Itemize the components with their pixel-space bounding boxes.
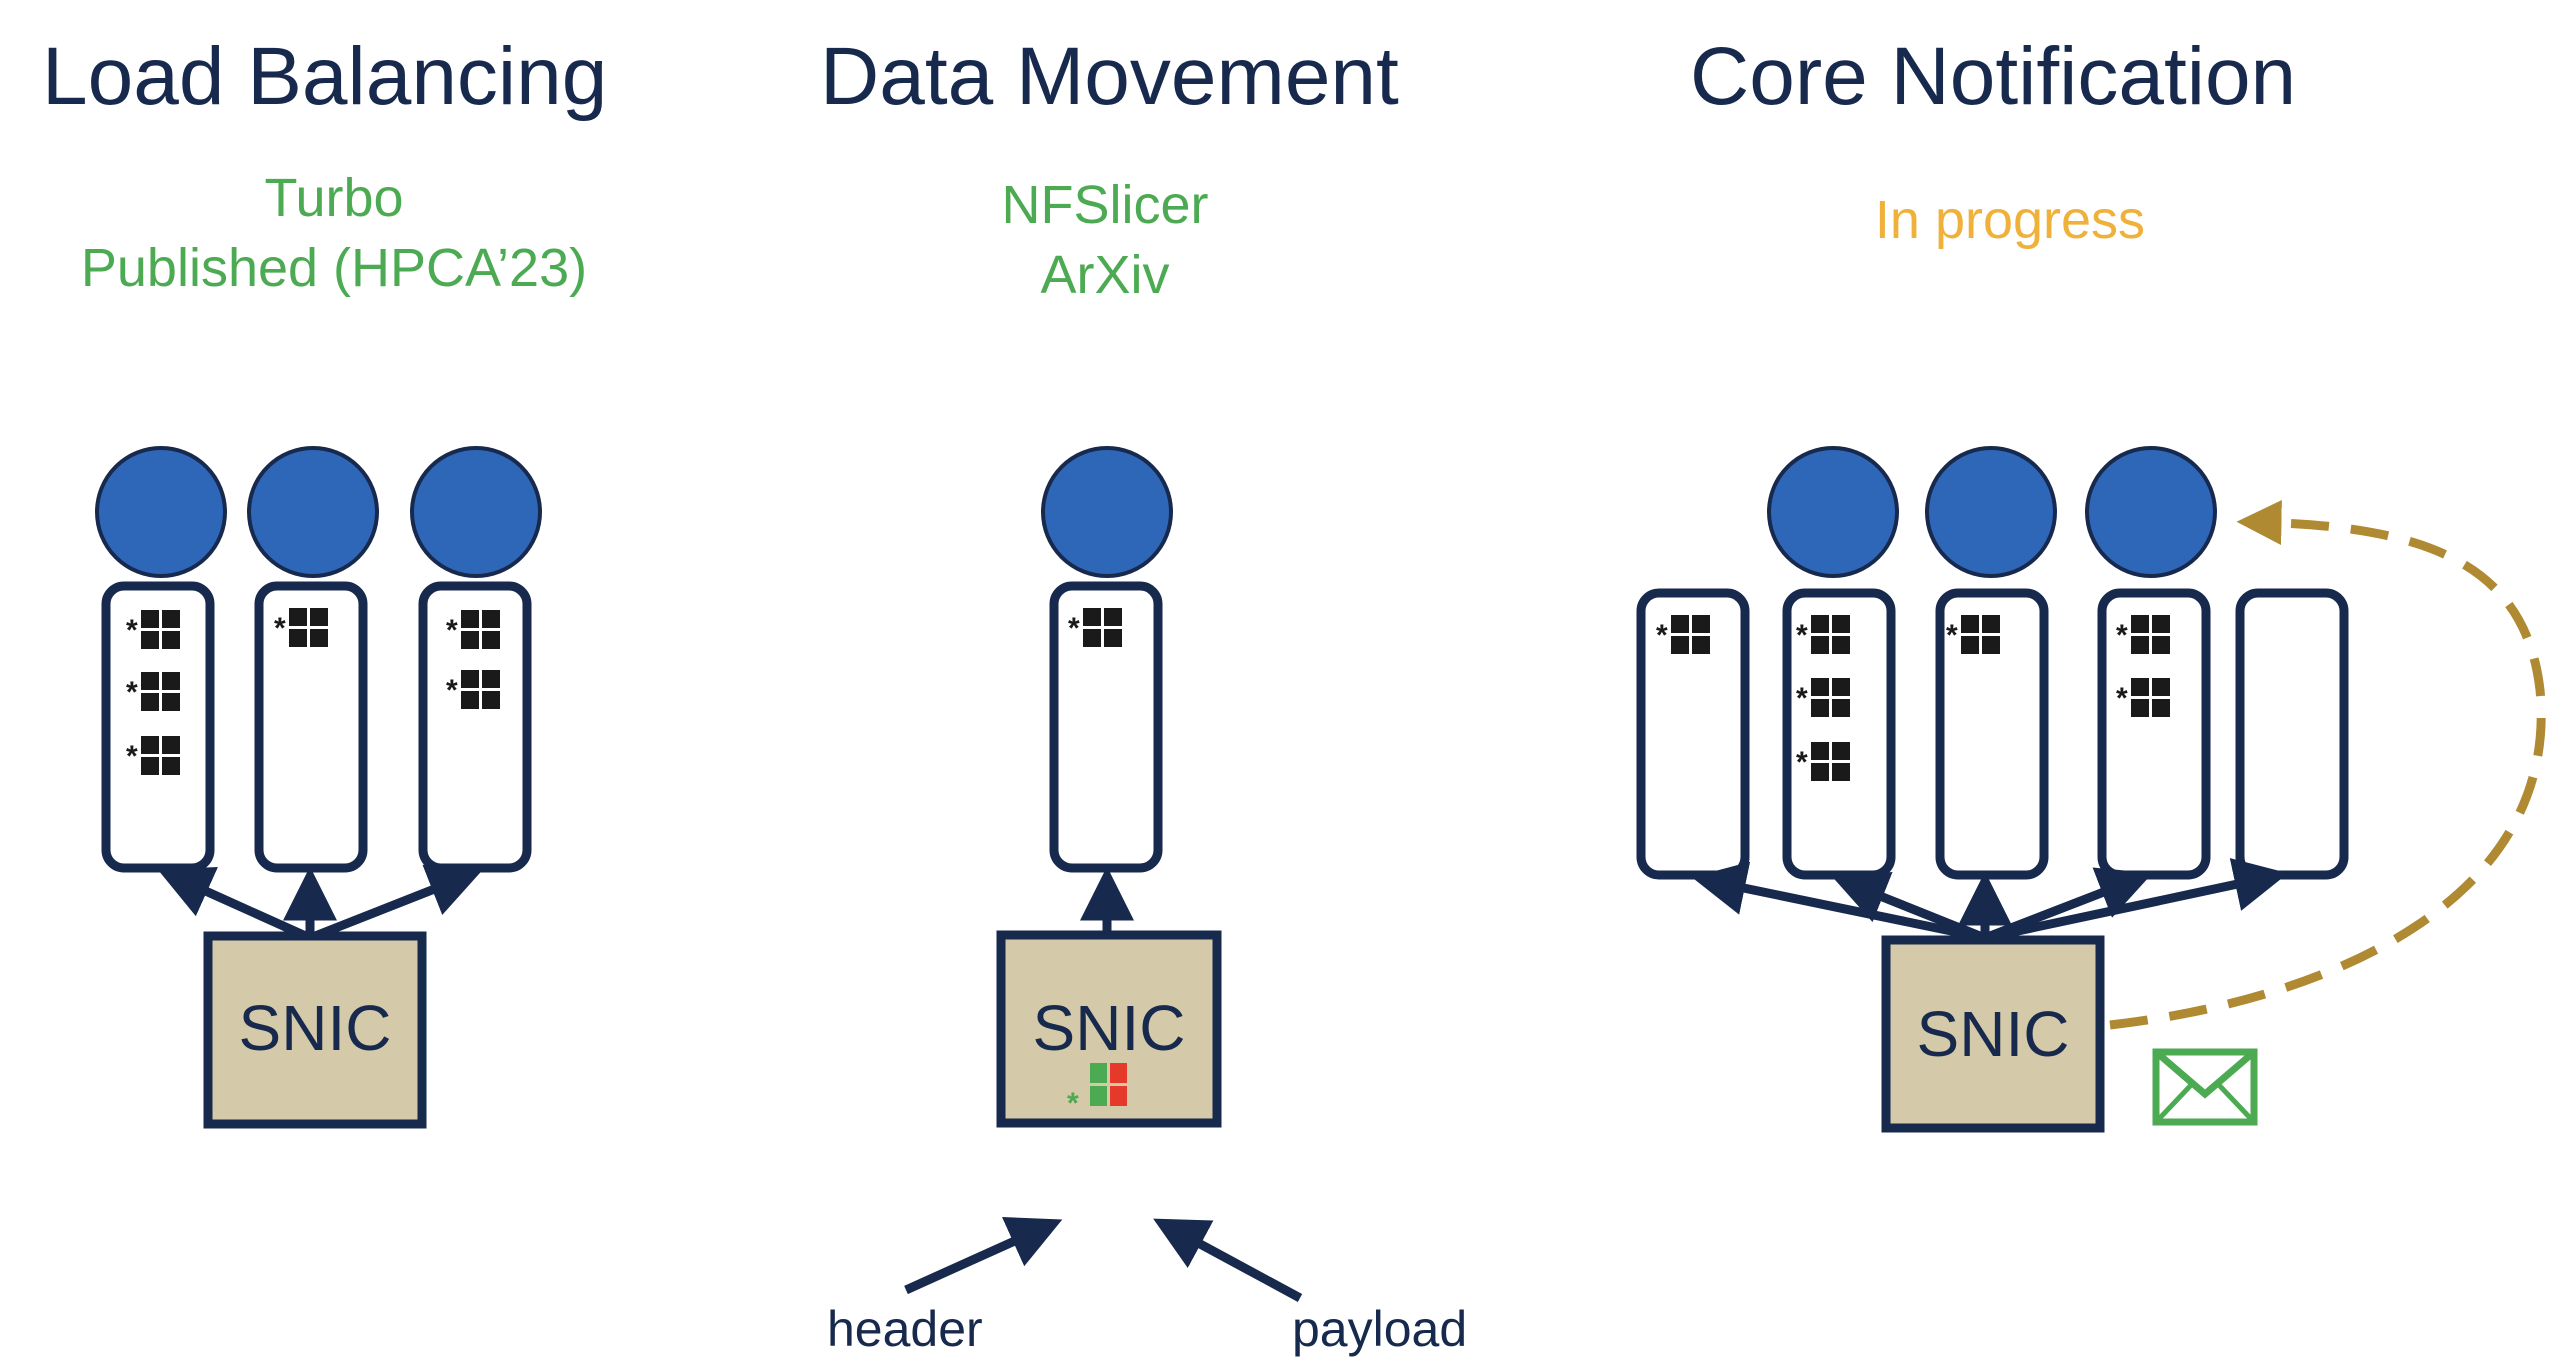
snic-box [1881,935,2105,1133]
payload-label: payload [1292,1301,1468,1357]
status-line: Published (HPCA’23) [80,238,588,298]
payload-arrow [1153,1218,1303,1302]
snic-box [996,930,1222,1128]
status-core-notification: In progress [1800,185,2220,255]
core-circle [1925,446,2057,578]
svg-text:*: * [1067,1087,1079,1120]
core-circle [1767,446,1899,578]
section-title-data-movement: Data Movement [820,31,1399,122]
dispatch-arrow [308,864,483,943]
load-balancing-diagram: SNIC [95,446,542,1129]
snic-label: SNIC [1033,992,1186,1064]
core-queue [101,581,215,873]
core-notification-diagram: SNIC [1636,446,2546,1133]
core-circle [95,446,227,578]
status-line: NFSlicer [1001,175,1209,235]
data-movement-diagram: SNIC * [904,446,1303,1302]
status-line: Turbo [264,168,404,228]
status-line: ArXiv [1040,245,1170,305]
core-circle [1041,446,1173,578]
notification-arrow [2109,500,2546,1030]
core-queue [2097,588,2211,880]
dispatch-arrow [1691,861,1986,943]
core-queue [2235,588,2349,880]
envelope-icon [2152,1048,2258,1126]
status-data-movement: NFSlicer ArXiv [905,170,1305,310]
core-circle [410,446,542,578]
section-title-load-balancing: Load Balancing [42,31,608,122]
header-label: header [827,1301,983,1357]
dispatch-arrow [157,866,312,943]
core-queue [418,581,532,873]
section-title-core-notification: Core Notification [1690,31,2297,122]
dispatch-arrow [1832,871,1987,943]
core-circle [2085,446,2217,578]
header-arrow [904,1217,1063,1295]
status-line: In progress [1874,190,2146,250]
split-packet-icon: * [1067,1063,1127,1120]
snic-label: SNIC [239,992,392,1064]
snic-label: SNIC [1917,998,2070,1070]
core-circle [247,446,379,578]
status-load-balancing: Turbo Published (HPCA’23) [64,163,604,303]
snic-box [203,931,427,1129]
dispatch-arrow [1984,858,2289,943]
